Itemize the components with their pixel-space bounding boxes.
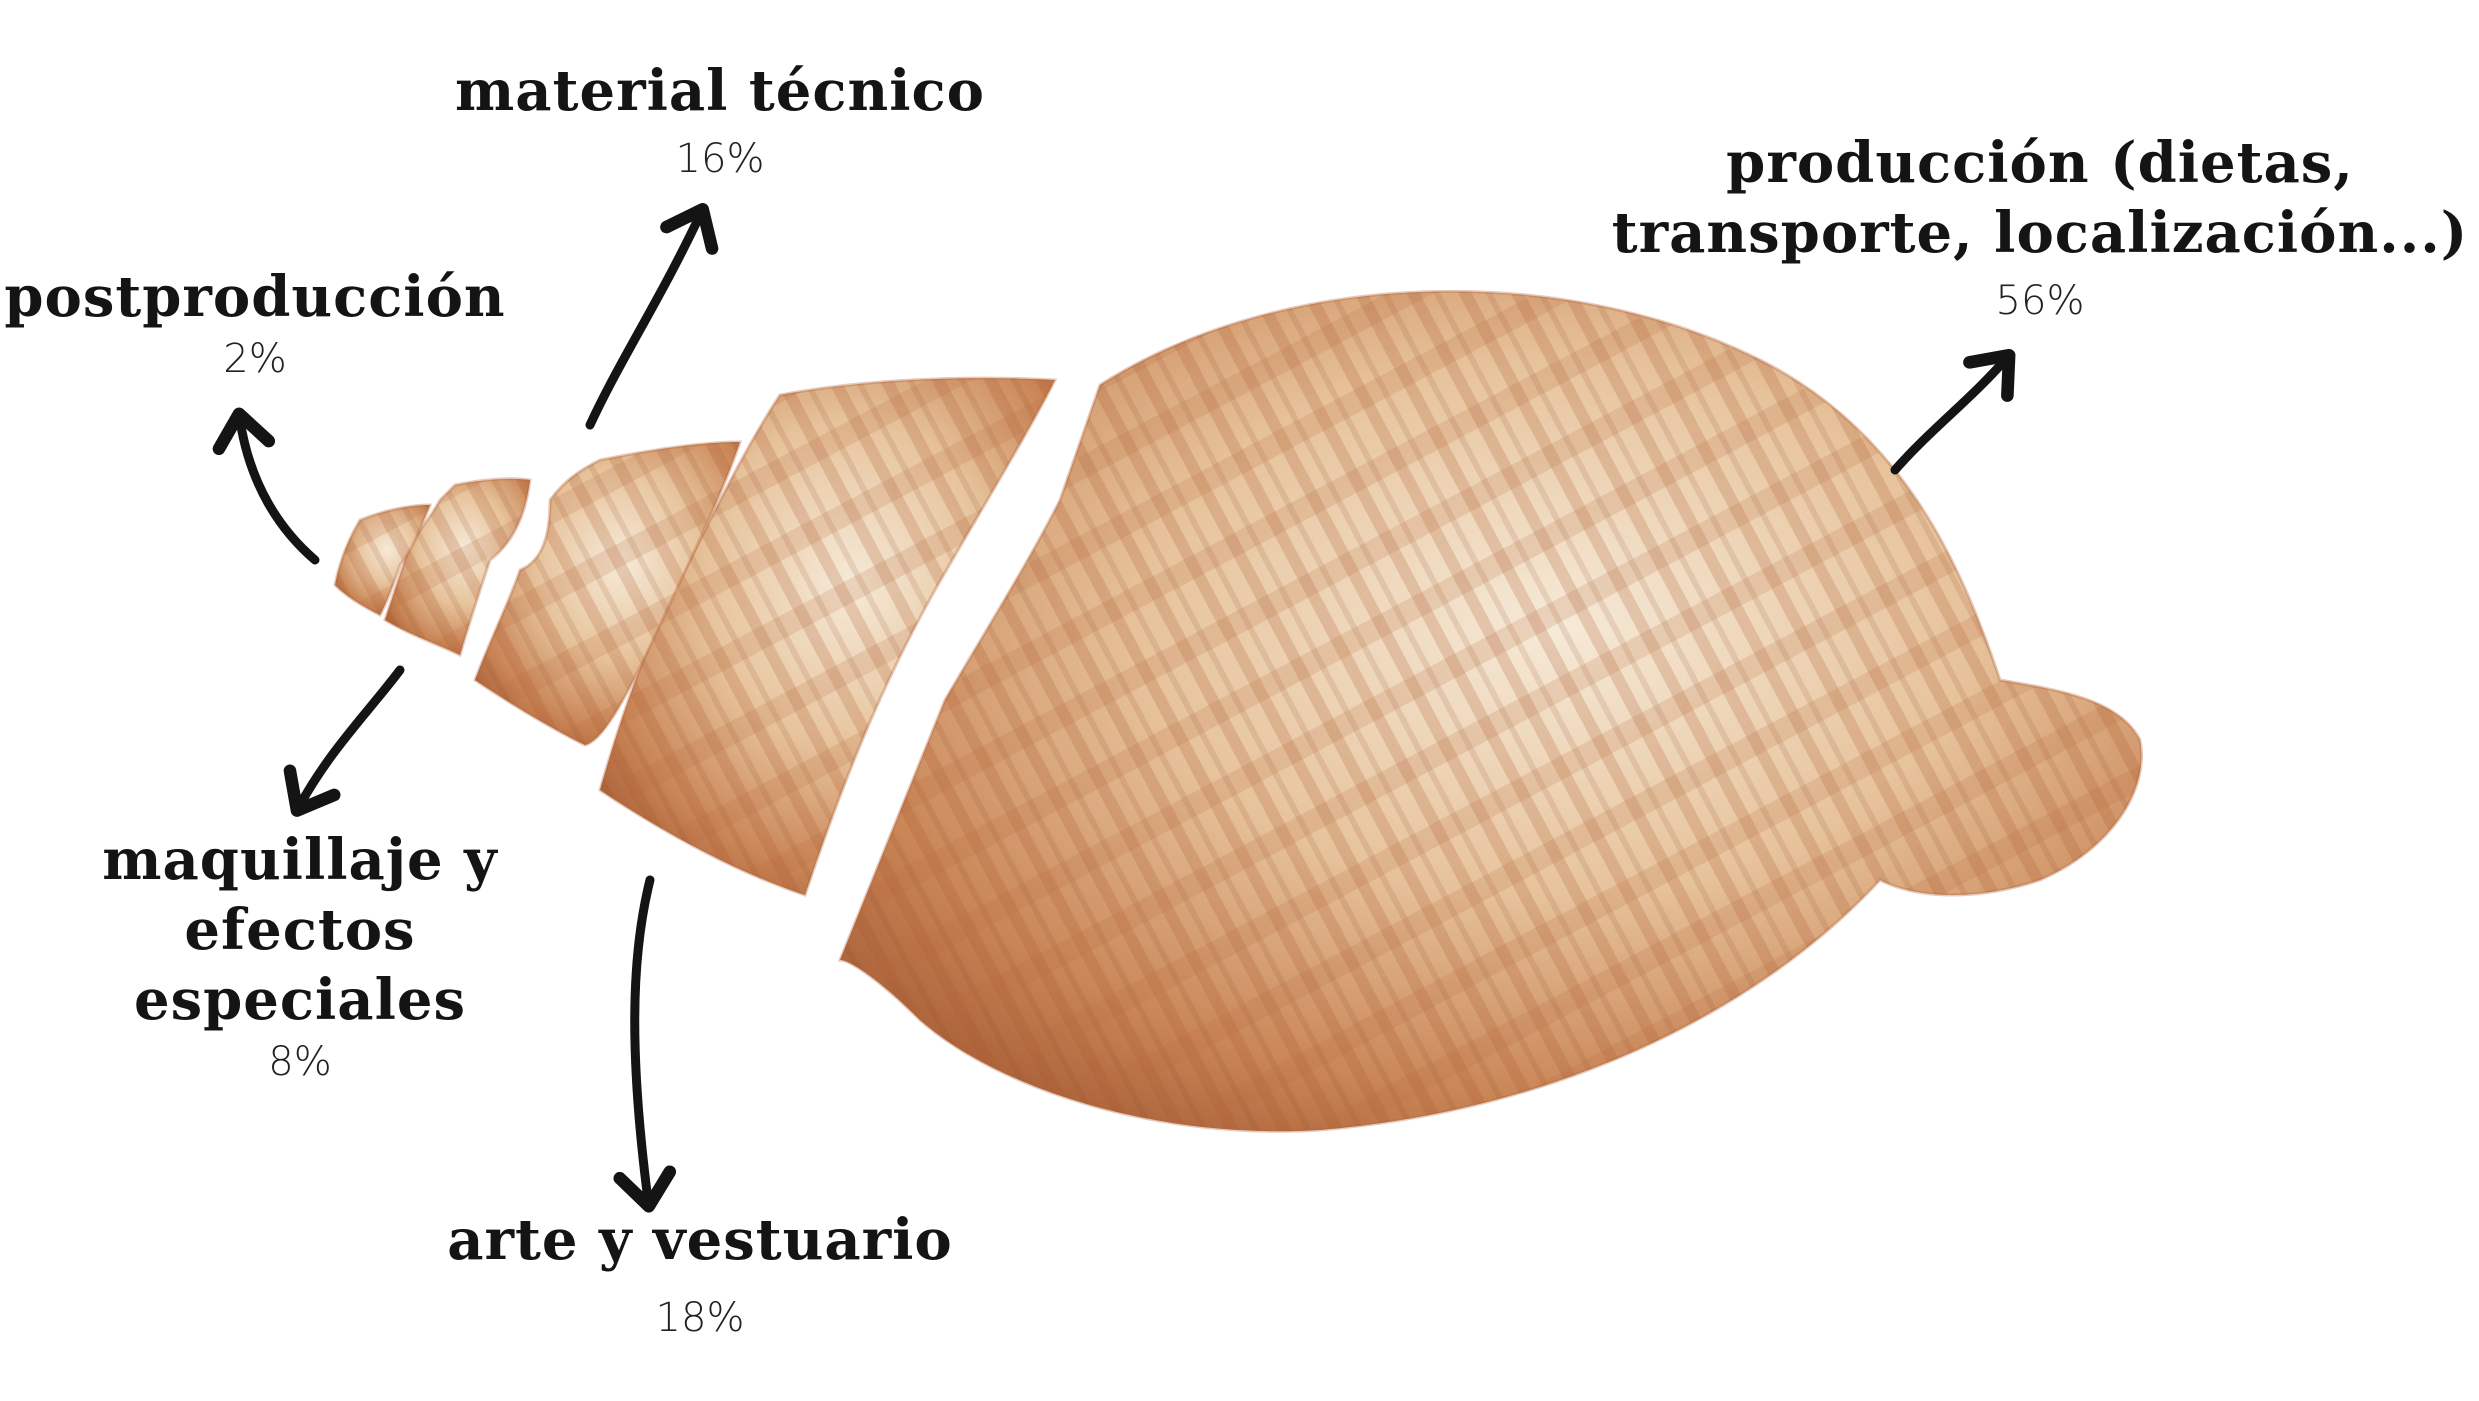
arrow-to-produccion	[1890, 348, 2016, 475]
shell-surface	[840, 291, 2142, 1132]
arrow-to-postproduccion	[212, 407, 320, 565]
arrow-to-maquillaje	[283, 665, 405, 817]
shell-surface	[385, 478, 530, 655]
shell-piece-material-tecnico	[473, 440, 743, 747]
shell-surface	[600, 378, 1055, 895]
label-postproduccion: postproducción 2%	[0, 262, 510, 382]
shell-edge	[333, 503, 433, 617]
shell-piece-produccion	[837, 289, 2143, 1133]
percent-value: 18%	[655, 1295, 745, 1341]
label-material-tecnico: material técnico 16%	[160, 56, 1280, 182]
arrow-to-material-tecnico	[585, 202, 719, 430]
shell-piece-postproduccion	[333, 503, 433, 617]
category-name: material técnico	[455, 58, 985, 124]
percent-value: 8%	[268, 1039, 332, 1085]
label-maquillaje: maquillaje y efectos especiales 8%	[0, 825, 600, 1085]
percent-value: 56%	[1995, 278, 2085, 324]
percent-value: 2%	[223, 336, 287, 382]
label-produccion: producción (dietas, transporte, localiza…	[1600, 128, 2479, 324]
label-arte-vestuario: arte y vestuario 18%	[320, 1205, 1080, 1341]
percent-value: 16%	[675, 136, 765, 182]
shell-surface	[475, 442, 740, 745]
category-name: producción (dietas, transporte, localiza…	[1611, 130, 2469, 266]
shell-edge	[473, 440, 743, 747]
arrow-to-arte-vestuario	[613, 875, 677, 1213]
shell-edge	[837, 289, 2143, 1133]
category-name: arte y vestuario	[447, 1207, 953, 1273]
shell-piece-maquillaje	[383, 477, 532, 658]
shell-piece-arte-vestuario	[598, 376, 1058, 897]
category-name: postproducción	[4, 264, 506, 330]
category-name: maquillaje y efectos especiales	[102, 827, 498, 1033]
shell-surface	[335, 505, 430, 615]
